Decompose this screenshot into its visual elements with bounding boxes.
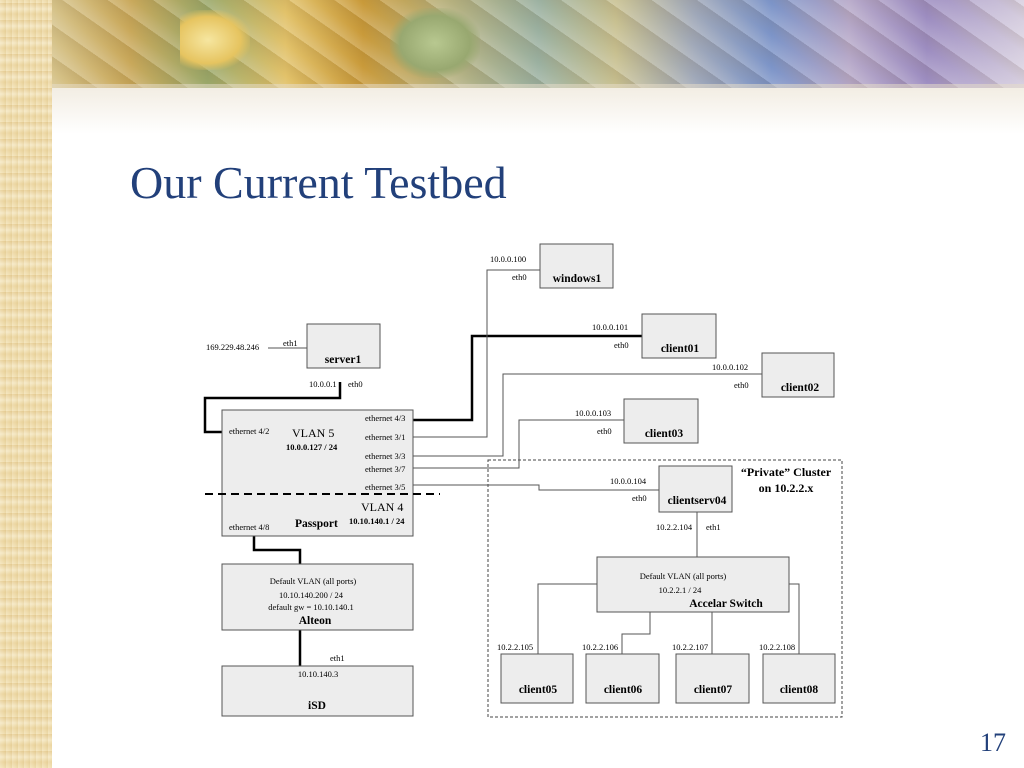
- server1-ext-iface: eth1: [283, 338, 298, 348]
- client02-iface: eth0: [734, 380, 749, 390]
- clientserv04-iface2: eth1: [706, 522, 721, 532]
- isd-ip: 10.10.140.3: [298, 669, 338, 679]
- isd-label: iSD: [308, 700, 326, 712]
- client07-box: [675, 653, 750, 704]
- client02-ip: 10.0.0.102: [712, 362, 748, 372]
- server1-iface: eth0: [348, 379, 363, 389]
- alteon-line1: Default VLAN (all ports): [270, 576, 357, 586]
- server1-ip: 10.0.0.1: [309, 379, 337, 389]
- cluster-title-line2: on 10.2.2.x: [759, 481, 814, 495]
- accelar-client06-link: [621, 612, 651, 654]
- leaf-decoration-right: [390, 8, 480, 78]
- accelar-line1: Default VLAN (all ports): [640, 571, 727, 581]
- port-ethernet-4-8: ethernet 4/8: [229, 522, 269, 532]
- client06-ip: 10.2.2.106: [582, 642, 618, 652]
- windows1-label: windows1: [553, 273, 602, 285]
- client02-label: client02: [781, 382, 820, 394]
- port-ethernet-4-2: ethernet 4/2: [229, 426, 269, 436]
- alteon-label: Alteon: [299, 615, 332, 627]
- passport-clientserv04-link: [413, 484, 659, 491]
- passport-client01-link: [413, 334, 642, 422]
- client03-ip: 10.0.0.103: [575, 408, 611, 418]
- vlan5-label: VLAN 5: [292, 426, 334, 440]
- slide-title: Our Current Testbed: [130, 157, 507, 208]
- client08-ip: 10.2.2.108: [759, 642, 795, 652]
- isd-box: [221, 665, 414, 717]
- windows1-ip: 10.0.0.100: [490, 254, 526, 264]
- server1-box: [306, 323, 381, 369]
- passport-label: Passport: [295, 518, 338, 530]
- client01-box: [641, 313, 717, 359]
- accelar-label: Accelar Switch: [689, 598, 763, 610]
- passport-windows1-link: [413, 269, 540, 438]
- port-ethernet-4-3: ethernet 4/3: [365, 413, 405, 423]
- client03-label: client03: [645, 428, 684, 440]
- port-ethernet-3-5: ethernet 3/5: [365, 482, 405, 492]
- clientserv04-box: [658, 465, 733, 513]
- accelar-client05-link: [537, 583, 597, 654]
- passport-client02-link: [413, 373, 762, 457]
- client01-ip: 10.0.0.101: [592, 322, 628, 332]
- server1-label: server1: [325, 354, 362, 366]
- private-cluster-region: [487, 459, 843, 718]
- isd-iface: eth1: [330, 653, 345, 663]
- port-ethernet-3-7: ethernet 3/7: [365, 464, 405, 474]
- cluster-title-line1: “Private” Cluster: [741, 465, 832, 479]
- alteon-line3: default gw = 10.10.140.1: [268, 602, 354, 612]
- port-ethernet-3-3: ethernet 3/3: [365, 451, 405, 461]
- client03-box: [623, 398, 699, 444]
- client01-iface: eth0: [614, 340, 629, 350]
- port-ethernet-3-1: ethernet 3/1: [365, 432, 405, 442]
- client05-box: [500, 653, 574, 704]
- leaf-decoration-left: [180, 10, 250, 70]
- windows1-box: [539, 243, 614, 289]
- client06-box: [585, 653, 660, 704]
- server1-ext-ip: 169.229.48.246: [206, 342, 259, 352]
- client05-ip: 10.2.2.105: [497, 642, 533, 652]
- client06-label: client06: [604, 684, 643, 696]
- passport-alteon-link: [252, 536, 302, 564]
- client08-box: [762, 653, 836, 704]
- server1-passport-link: [203, 382, 342, 434]
- accelar-client08-link: [789, 583, 800, 654]
- clientserv04-ip: 10.0.0.104: [610, 476, 647, 486]
- alteon-box: [221, 563, 414, 631]
- client08-label: client08: [780, 684, 819, 696]
- client05-label: client05: [519, 684, 558, 696]
- left-decorative-strip: [0, 0, 52, 768]
- accelar-switch-box: [596, 556, 790, 613]
- windows1-iface: eth0: [512, 272, 527, 282]
- banner-shadow: [52, 84, 1024, 134]
- vlan5-subnet: 10.0.0.127 / 24: [286, 442, 338, 452]
- client01-label: client01: [661, 343, 700, 355]
- client07-label: client07: [694, 684, 733, 696]
- passport-client03-link: [413, 419, 624, 469]
- clientserv04-iface: eth0: [632, 493, 647, 503]
- vlan4-subnet: 10.10.140.1 / 24: [349, 516, 405, 526]
- client02-box: [761, 352, 835, 398]
- accelar-line2: 10.2.2.1 / 24: [659, 585, 702, 595]
- vlan4-label: VLAN 4: [361, 500, 403, 514]
- clientserv04-label: clientserv04: [668, 495, 727, 507]
- client03-iface: eth0: [597, 426, 612, 436]
- passport-box: [221, 409, 414, 537]
- page-number: 17: [980, 728, 1006, 757]
- alteon-line2: 10.10.140.200 / 24: [279, 590, 344, 600]
- clientserv04-ip2: 10.2.2.104: [656, 522, 693, 532]
- client07-ip: 10.2.2.107: [672, 642, 708, 652]
